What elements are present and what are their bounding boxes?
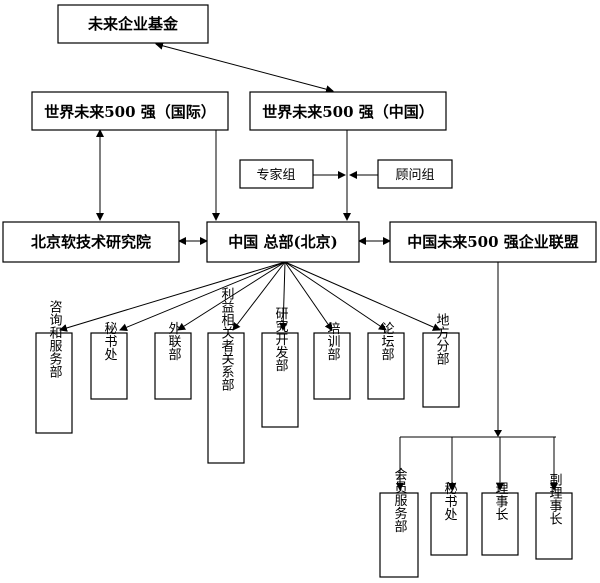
connector-hq-dept-4 (232, 261, 286, 331)
node-hq: 中国 总部(北京) (206, 221, 360, 263)
hq-department-label: 研究开发部 (273, 307, 289, 372)
alliance-department: 会员服务部 (379, 468, 419, 578)
node-advisors: 顾问组 (377, 159, 453, 189)
connectors (59, 41, 558, 491)
node-experts: 专家组 (239, 159, 314, 189)
alliance-department: 秘书处 (430, 482, 468, 556)
hq-department-label: 培训部 (325, 321, 341, 361)
alliance-department: 副理事长 (535, 473, 573, 560)
connector-hq-dept-5 (279, 261, 288, 331)
hq-department: 培训部 (313, 321, 351, 400)
node-experts-label: 专家组 (256, 167, 295, 183)
hq-department-label: 利益相关者关系部 (219, 287, 235, 391)
connector-hq-dept-8 (284, 261, 441, 331)
connector-hq-dept-3 (177, 261, 286, 331)
hq-department: 利益相关者关系部 (207, 287, 245, 464)
hq-department: 秘书处 (90, 322, 128, 400)
alliance-department: 理事长 (481, 482, 519, 556)
node-alliance-label: 中国未来500 强企业联盟 (407, 233, 579, 251)
connector-hq-dept-6 (284, 261, 333, 331)
hq-department: 研究开发部 (261, 307, 299, 428)
node-advisors-label: 顾问组 (395, 168, 434, 183)
node-intl500-label: 世界未来500 强（国际） (44, 103, 216, 121)
node-institute-label: 北京软技术研究院 (31, 233, 151, 251)
hq-department-label: 咨询和服务部 (47, 300, 63, 378)
node-intl500: 世界未来500 强（国际） (31, 91, 229, 131)
hq-department: 外联部 (154, 322, 192, 400)
alliance-department-label: 秘书处 (442, 482, 458, 521)
hq-department: 咨询和服务部 (35, 300, 73, 434)
node-fund-label: 未来企业基金 (87, 15, 179, 33)
node-hq-label: 中国 总部(北京) (228, 233, 337, 251)
hq-department-label: 论坛部 (379, 322, 395, 361)
alliance-department-label: 副理事长 (547, 473, 563, 525)
hq-department-label: 地方分部 (434, 313, 450, 365)
hq-department: 论坛部 (367, 322, 405, 400)
hq-department-label: 外联部 (166, 322, 182, 361)
connector-fund-china500 (155, 41, 334, 94)
node-institute: 北京软技术研究院 (2, 221, 180, 263)
hq-department-label: 秘书处 (102, 322, 118, 361)
alliance-department-label: 会员服务部 (392, 468, 408, 533)
alliance-department-label: 理事长 (493, 482, 509, 521)
connector-hq-dept-1 (59, 261, 286, 332)
node-china500: 世界未来500 强（中国） (249, 91, 447, 131)
hq-department: 地方分部 (422, 313, 460, 408)
node-alliance: 中国未来500 强企业联盟 (389, 221, 597, 263)
node-fund: 未来企业基金 (57, 4, 209, 44)
connector-hq-dept-2 (119, 261, 286, 332)
connector-hq-dept-7 (284, 261, 387, 331)
node-china500-label: 世界未来500 强（中国） (262, 103, 434, 121)
connector-alliance-arrowhead (494, 430, 502, 437)
